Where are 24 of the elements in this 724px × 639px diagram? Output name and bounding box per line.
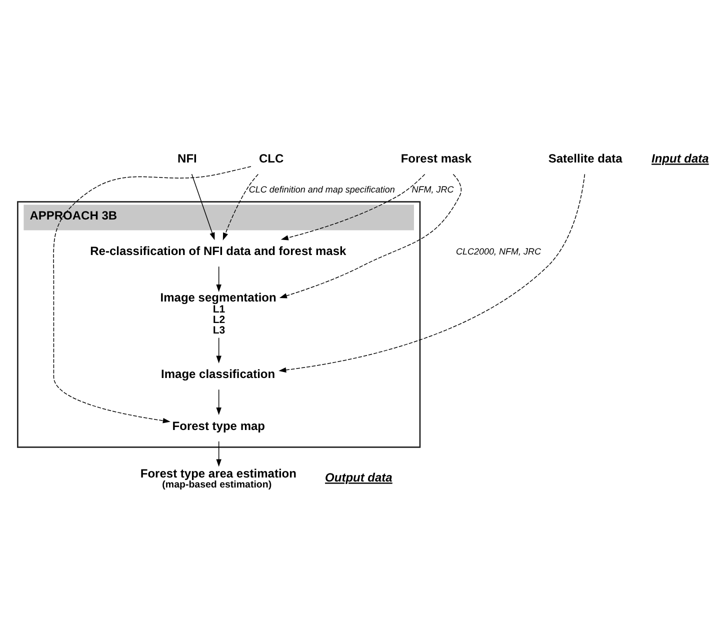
node-text: NFI <box>178 151 197 166</box>
node-text: Image segmentation L1 L2 L3 <box>160 290 276 336</box>
label: Output data <box>325 470 392 484</box>
arrow <box>216 440 222 466</box>
arrow <box>222 173 259 240</box>
node-text: Satellite data <box>548 151 622 166</box>
arrow <box>216 388 222 414</box>
edge-label: CLC definition and map specification <box>248 184 395 194</box>
node-text: Image classification <box>161 366 276 381</box>
arrow <box>279 173 462 298</box>
node-text: Forest type area estimation (map-based estimation) <box>140 466 296 490</box>
edge-label: NFM, JRC <box>412 184 454 194</box>
node-text: CLC <box>258 151 284 166</box>
node-text: Forest mask <box>400 151 472 166</box>
node-text: Forest type map <box>172 418 266 432</box>
arrow <box>280 173 426 240</box>
node-text: Re-classification of NFI data and forest mask <box>90 243 346 258</box>
arrow <box>216 266 222 292</box>
edge-label: CLC2000, NFM, JRC <box>456 246 542 256</box>
arrow <box>216 336 222 363</box>
arrow <box>278 173 586 372</box>
arrow <box>191 173 215 240</box>
arrow <box>53 166 252 423</box>
label: Input data <box>652 151 709 166</box>
